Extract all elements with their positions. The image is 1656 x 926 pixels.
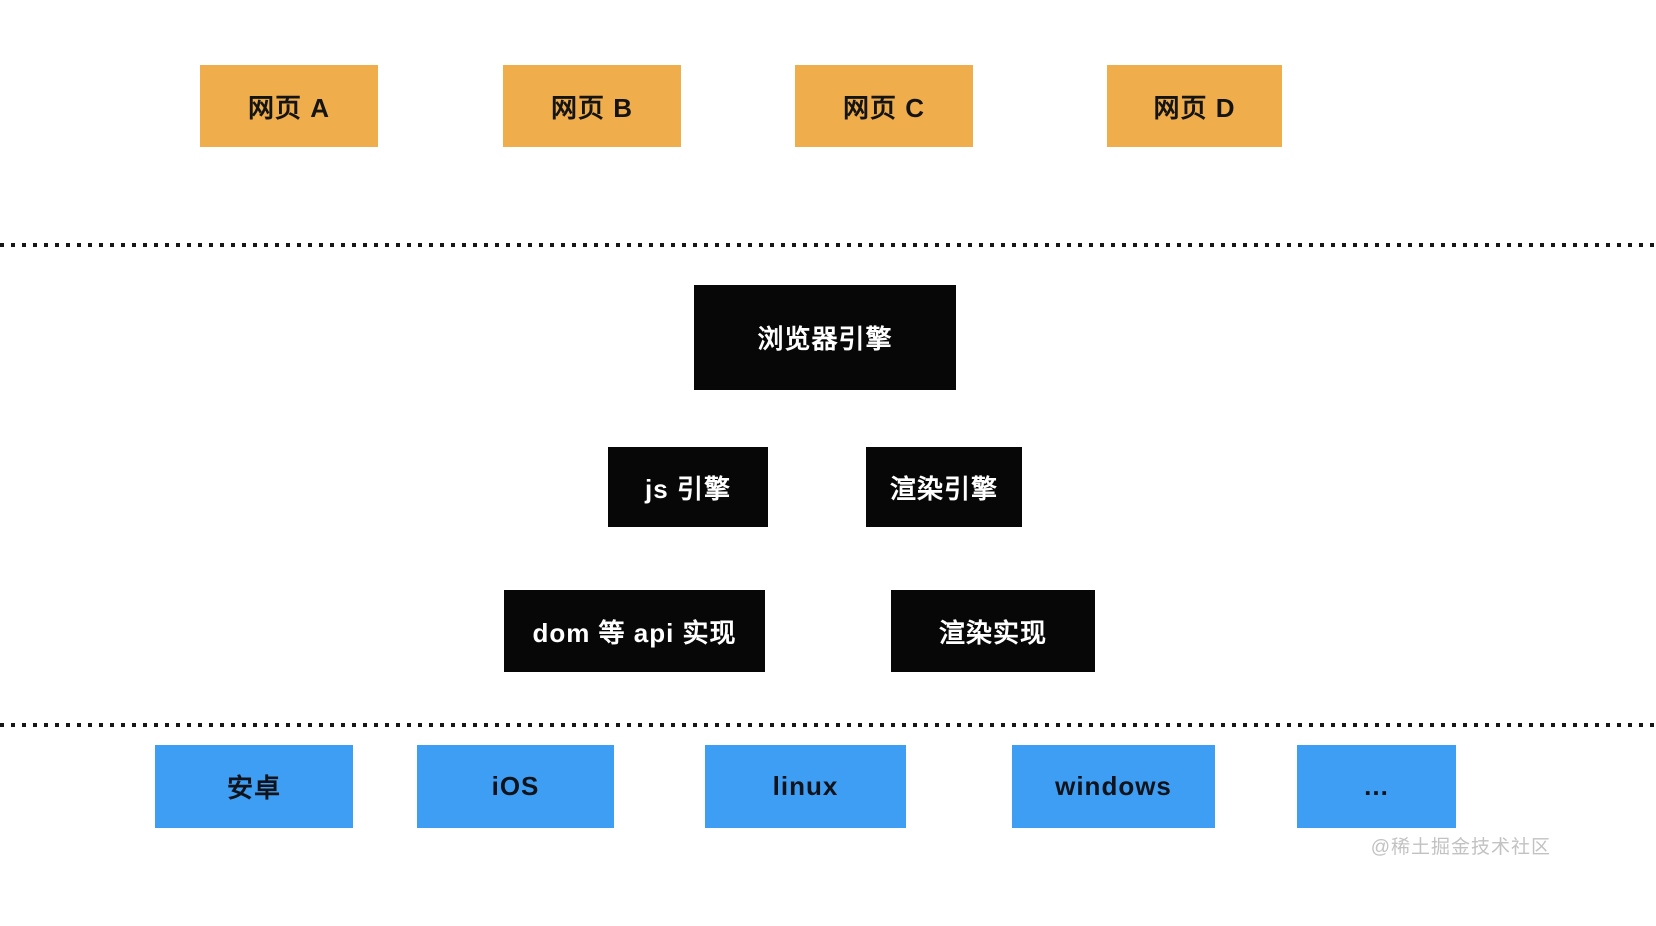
platform-more-box: ... xyxy=(1297,745,1456,828)
browser-engine-label: 浏览器引擎 xyxy=(757,324,893,354)
webpage-a-box: 网页 A xyxy=(200,65,378,147)
platform-ios-label: iOS xyxy=(491,771,540,801)
webpage-b-label: 网页 B xyxy=(550,92,633,123)
js-engine-label: js 引擎 xyxy=(645,473,731,504)
dotted-separator-bottom xyxy=(0,723,1656,727)
render-engine-box: 渲染引擎 xyxy=(866,447,1022,527)
render-implementation-label: 渲染实现 xyxy=(938,617,1047,648)
js-engine-box: js 引擎 xyxy=(608,447,768,527)
dotted-separator-top xyxy=(0,243,1656,247)
webpage-d-label: 网页 D xyxy=(1153,92,1236,123)
render-engine-label: 渲染引擎 xyxy=(889,473,998,504)
webpage-c-box: 网页 C xyxy=(795,65,973,147)
platform-more-label: ... xyxy=(1364,771,1389,801)
juejin-watermark: @稀土掘金技术社区 xyxy=(1370,837,1551,858)
browser-engine-box: 浏览器引擎 xyxy=(694,285,956,390)
platform-linux-label: linux xyxy=(772,771,839,801)
webpage-d-box: 网页 D xyxy=(1107,65,1282,147)
platform-android-box: 安卓 xyxy=(155,745,353,828)
platform-windows-label: windows xyxy=(1055,771,1172,801)
platform-linux-box: linux xyxy=(705,745,906,828)
webpage-c-label: 网页 C xyxy=(842,92,925,123)
webpage-b-box: 网页 B xyxy=(503,65,681,147)
dom-api-implementation-label: dom 等 api 实现 xyxy=(532,617,737,648)
platform-windows-box: windows xyxy=(1012,745,1215,828)
platform-android-label: 安卓 xyxy=(226,773,281,803)
dom-api-implementation-box: dom 等 api 实现 xyxy=(504,590,765,672)
render-implementation-box: 渲染实现 xyxy=(891,590,1095,672)
platform-ios-box: iOS xyxy=(417,745,614,828)
webpage-a-label: 网页 A xyxy=(247,92,330,123)
